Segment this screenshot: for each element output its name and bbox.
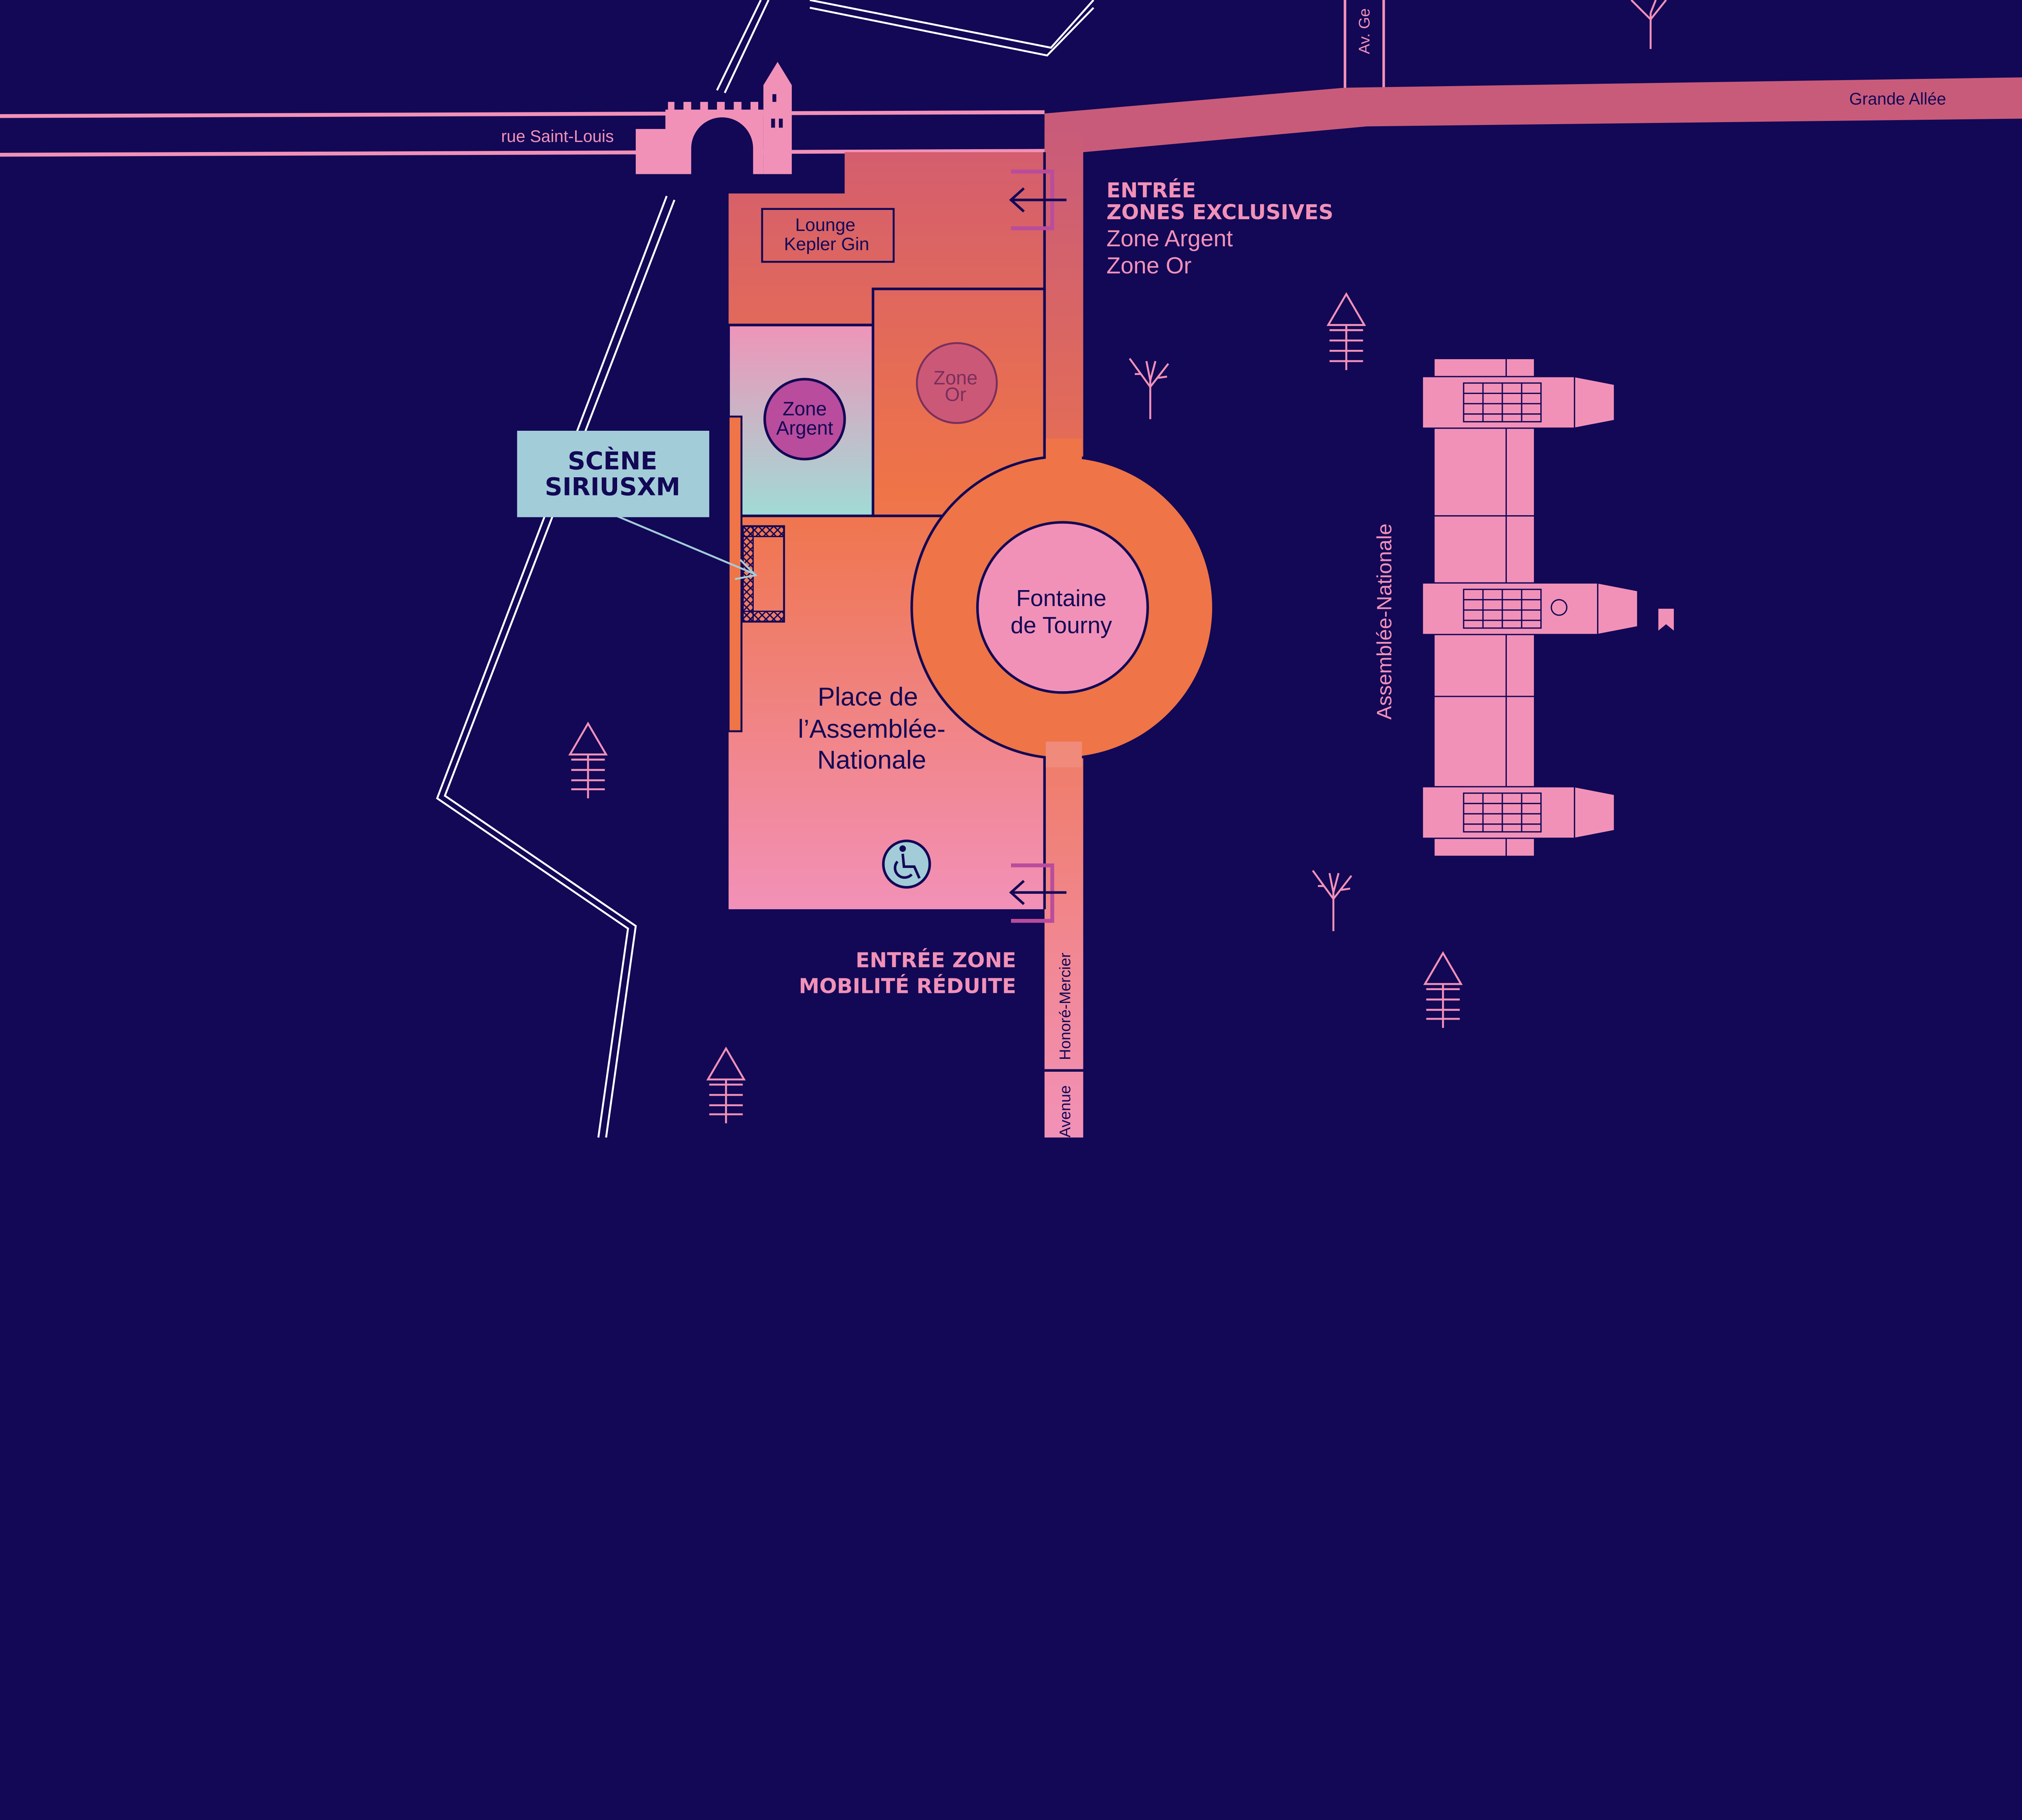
entrance-exclusive-zone2: Zone Or — [1106, 253, 1191, 279]
fountain-label-2: de Tourny — [1011, 613, 1112, 639]
tree-icon — [706, 1046, 746, 1124]
stage-label-scene-siriusxm[interactable]: SCÈNE SIRIUSXM — [517, 431, 709, 517]
street-label-honore-mercier: Honoré-Mercier — [1057, 952, 1074, 1060]
entrance-exclusive-label: ENTRÉE ZONES EXCLUSIVES Zone Argent Zone… — [1106, 178, 1333, 279]
bookmark-icon — [1658, 609, 1674, 631]
zone-or-label-2: Or — [945, 384, 966, 406]
bare-tree-icon — [1129, 358, 1169, 419]
stage-label-line1: SCÈNE — [568, 447, 658, 476]
entrance-reduced-mobility-arrow[interactable] — [1009, 863, 1067, 923]
stage[interactable] — [742, 525, 785, 623]
zone-argent-marker[interactable]: Zone Argent — [763, 378, 846, 461]
place-label-2: l’Assemblée- — [798, 714, 945, 743]
stage-strip — [728, 415, 742, 732]
stage-label-line2: SIRIUSXM — [545, 473, 680, 501]
tree-icon — [1326, 292, 1366, 370]
building-icon — [1421, 358, 1639, 857]
wheelchair-icon — [882, 839, 931, 889]
lounge-label-line1: Lounge — [795, 215, 855, 235]
bare-tree-icon — [1312, 870, 1352, 931]
entrance-exclusive-zone1: Zone Argent — [1106, 226, 1233, 252]
street-label-av-ge: Av. Ge — [1356, 8, 1373, 54]
zone-argent-label-1: Zone — [783, 398, 827, 420]
entrance-exclusive-title1: ENTRÉE — [1106, 178, 1196, 203]
entrance-exclusive-title2: ZONES EXCLUSIVES — [1106, 201, 1333, 224]
street-label-rue-saint-louis: rue Saint-Louis — [501, 127, 614, 146]
place-label-1: Place de — [818, 682, 918, 711]
entrance-reduced-mobility-label: ENTRÉE ZONE MOBILITÉ RÉDUITE — [799, 948, 1016, 999]
place-label-3: Nationale — [817, 745, 926, 775]
building-windows — [1463, 382, 1567, 833]
stage-pointer-line — [616, 515, 755, 575]
avenue-ge — [1343, 0, 1385, 91]
fountain-label-1: Fontaine — [1016, 586, 1106, 612]
street-label-grande-allee: Grande Allée — [1849, 89, 1946, 108]
entrance-reduced-line2: MOBILITÉ RÉDUITE — [799, 973, 1016, 998]
tree-icon — [1423, 951, 1463, 1028]
bare-tree-icon — [1631, 0, 1667, 49]
grande-allee-road — [1044, 77, 2022, 152]
entrance-exclusive-arrow[interactable] — [1009, 169, 1067, 231]
street-label-avenue: Avenue — [1057, 1085, 1074, 1137]
rue-saint-louis — [0, 110, 1045, 157]
lounge-label-line2: Kepler Gin — [784, 235, 869, 254]
fontaine-de-tourny[interactable]: Fontaine de Tourny — [910, 438, 1215, 768]
tree-icon — [568, 722, 608, 798]
zone-or-label-1: Zone — [933, 367, 977, 389]
venue-map: rue Saint-Louis Av. Ge Grande Allée Hono… — [0, 0, 2022, 1138]
zone-or-marker[interactable]: Zone Or — [916, 342, 998, 424]
zone-argent-label-2: Argent — [776, 418, 833, 439]
street-label-assemblee-nationale: Assemblée-Nationale — [1373, 523, 1396, 720]
gate-icon — [636, 62, 792, 174]
entrance-reduced-line1: ENTRÉE ZONE — [856, 948, 1016, 973]
lounge-kepler-gin[interactable]: Lounge Kepler Gin — [761, 208, 895, 263]
